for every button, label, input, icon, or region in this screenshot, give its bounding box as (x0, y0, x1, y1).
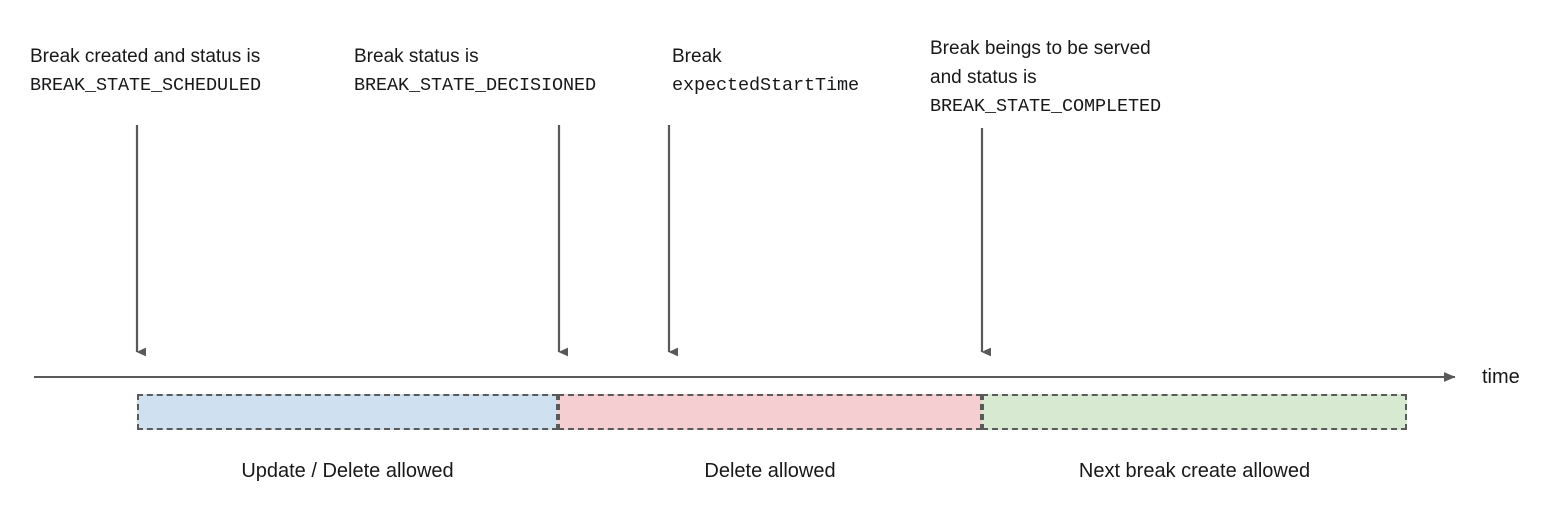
event-label-expected-start: Break expectedStartTime (672, 42, 859, 100)
segment-caption-scheduled: Update / Delete allowed (241, 460, 454, 482)
segment-bar-completed (982, 394, 1407, 430)
event-label-decisioned: Break status is BREAK_STATE_DECISIONED (354, 42, 596, 100)
event-label-expected-start-line-1: Break (672, 46, 722, 67)
time-axis-caption: time (1482, 366, 1520, 388)
event-label-created-line-2: BREAK_STATE_SCHEDULED (30, 75, 262, 96)
segment-caption-decisioned: Delete allowed (704, 460, 836, 482)
segment-bar-decisioned (558, 394, 982, 430)
event-label-completed-line-1: Break beings to be served (930, 38, 1151, 59)
event-label-created: Break created and status is BREAK_STATE_… (30, 42, 261, 100)
event-label-completed-line-2: and status is (930, 67, 1037, 88)
event-label-completed: Break beings to be served and status is … (930, 34, 1161, 121)
event-label-decisioned-line-1: Break status is (354, 46, 479, 67)
segment-bar-scheduled (137, 394, 558, 430)
event-label-decisioned-line-2: BREAK_STATE_DECISIONED (354, 75, 597, 96)
event-label-expected-start-line-2: expectedStartTime (672, 75, 860, 96)
segment-caption-completed: Next break create allowed (1078, 460, 1311, 482)
event-label-completed-line-3: BREAK_STATE_COMPLETED (930, 96, 1162, 117)
event-label-created-line-1: Break created and status is (30, 46, 261, 67)
